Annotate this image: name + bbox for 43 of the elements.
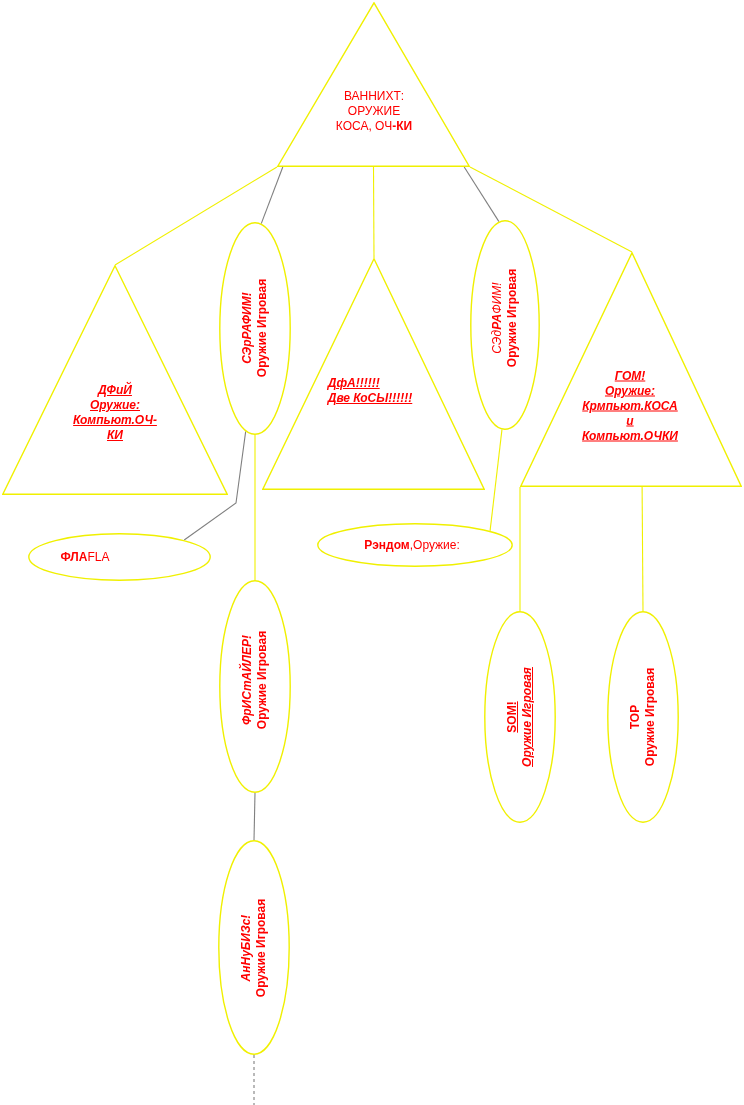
node-label: Две КоСЫ!!!!!! (327, 391, 413, 406)
connector-line (469, 166, 633, 253)
node-label: Оружие Игровая (255, 278, 270, 378)
connector-line (260, 166, 284, 225)
node-label: ФрИСтАЙЛЕР! (240, 634, 255, 726)
connector-line (489, 429, 503, 532)
ellipse-shape (219, 222, 291, 435)
node-label: Оружие Игровая (254, 898, 269, 998)
node-label: Оружие Игровая (643, 667, 658, 767)
ellipse-shape (470, 220, 540, 430)
connector-line (253, 792, 256, 841)
connector-line (254, 434, 256, 581)
ellipse-shape (219, 580, 291, 793)
node-label: ТОР (628, 704, 643, 730)
connector-line (114, 166, 278, 266)
ellipse-shape (28, 533, 211, 581)
ellipse-shape (484, 611, 556, 823)
node-label: Оружие Игровая (520, 667, 535, 767)
node-label: Оружие Игровая (505, 268, 520, 368)
triangle-shape (2, 265, 228, 495)
connector-line (253, 1054, 255, 1105)
node-label: ВАННИХТ: ОРУЖИЕ КОСА, ОЧ-КИ (334, 88, 414, 134)
node-label: СЭрРАФИМ! (240, 292, 255, 364)
ellipse-shape (218, 840, 290, 1055)
connector-line (519, 486, 521, 612)
node-label: Оружие: Крмпьют.КОСА и Компьют.ОЧКИ (582, 383, 678, 444)
node-label: ДФиЙ Оружие: Компьют.ОЧ-КИ (73, 383, 157, 443)
node-label: АнНуБИЗс! (239, 914, 254, 982)
node-label: Рэндом,Оружие: (364, 537, 460, 553)
node-label: SOM! (505, 701, 520, 733)
node-label: Оружие Игровая (255, 630, 270, 730)
triangle-shape (277, 2, 470, 167)
node-label: ФЛАFLA (60, 549, 110, 565)
connector-line (183, 430, 247, 541)
connector-line (463, 166, 500, 223)
connector-line (372, 166, 375, 259)
node-label: СЭдРАФИМ! (490, 282, 505, 354)
connector-line (641, 486, 644, 612)
node-label: ГОМ! (614, 368, 646, 384)
ellipse-shape (607, 611, 679, 823)
node-label: ДфА!!!!!! (327, 376, 380, 391)
ellipse-shape (317, 523, 513, 567)
triangle-shape (520, 252, 742, 487)
